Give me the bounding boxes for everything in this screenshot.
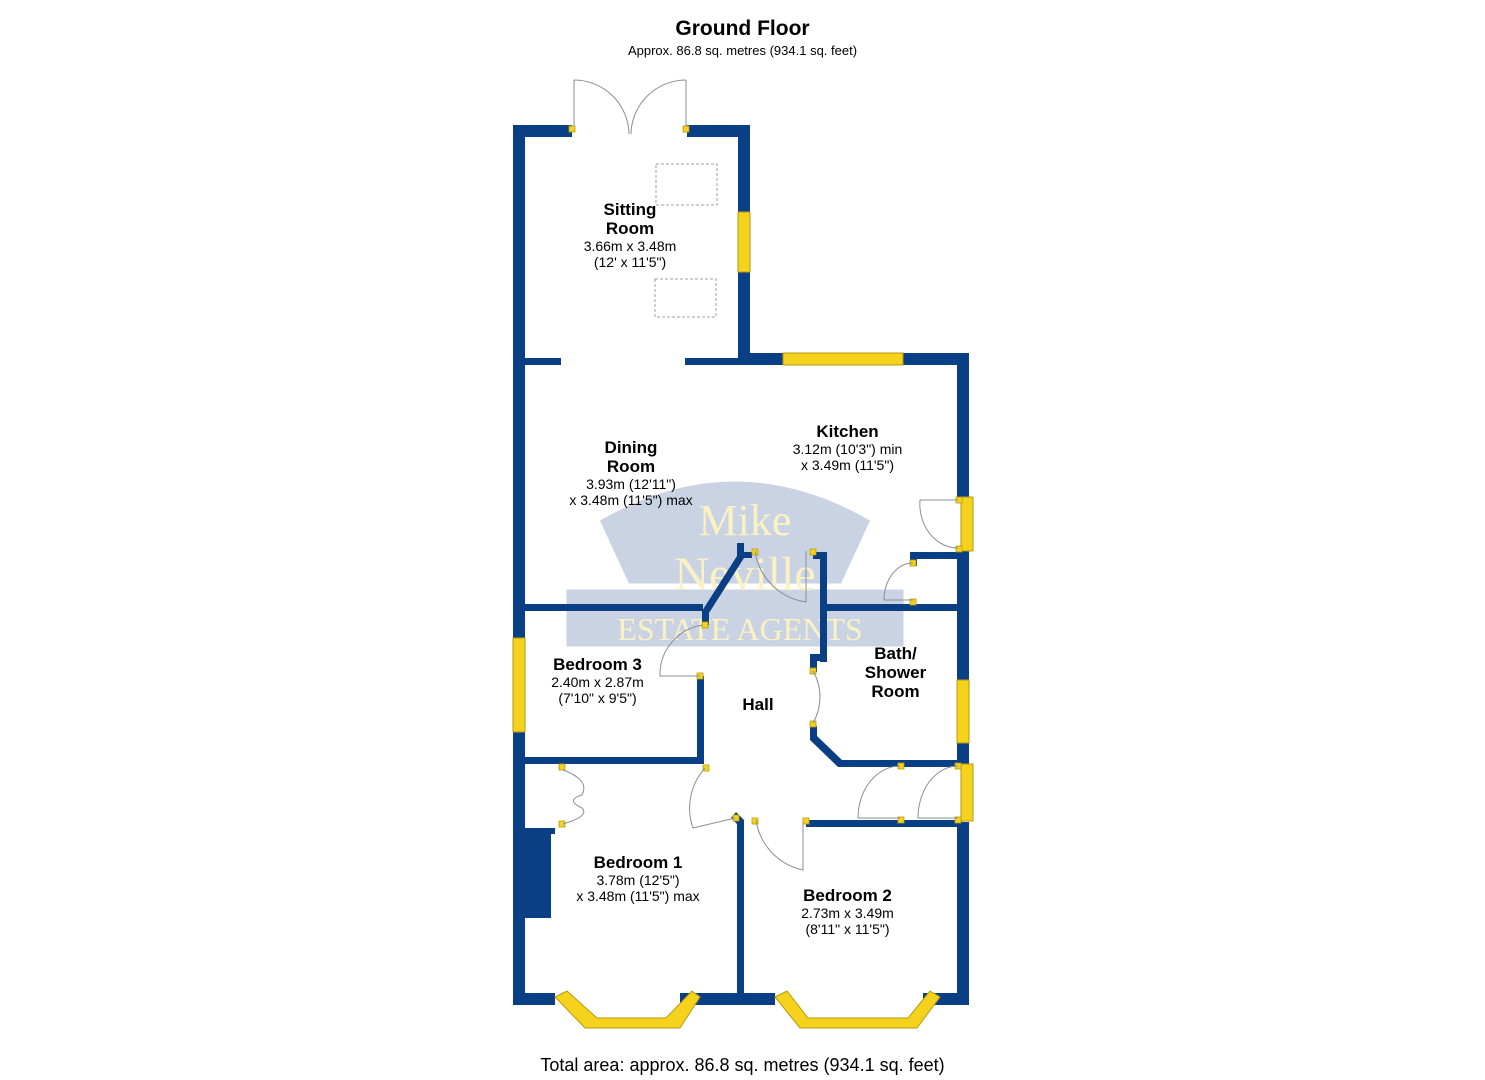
floor-area-subtitle: Approx. 86.8 sq. metres (934.1 sq. feet) — [627, 43, 858, 58]
window-bedroom-3 — [512, 637, 526, 733]
bath-door — [812, 670, 821, 724]
bedroom-1-door — [689, 767, 736, 829]
room-label-bedroom-1: Bedroom 1 3.78m (12'5") x 3.48m (11'5") … — [576, 853, 700, 904]
bath-corridor-door — [754, 550, 807, 603]
door-swings — [562, 79, 959, 871]
closet-door-2 — [917, 765, 959, 819]
windows — [512, 211, 974, 1029]
bay-window-bedroom-1 — [554, 990, 701, 1029]
room-label-bedroom-3: Bedroom 3 2.40m x 2.87m (7'10" x 9'5") — [551, 655, 644, 706]
watermark-logo: Mike Neville ESTATE AGENTS — [563, 478, 907, 650]
walls — [513, 125, 969, 1005]
skylight-2 — [654, 278, 717, 318]
bay-window-bedroom-2 — [774, 990, 941, 1029]
room-label-sitting-room: Sitting Room 3.66m x 3.48m (12' x 11'5") — [583, 200, 677, 270]
bedroom-2-door — [755, 819, 804, 871]
wardrobe-doors — [562, 769, 585, 825]
window-kitchen — [782, 352, 904, 366]
window-kitchen-door — [960, 496, 974, 552]
kitchen-back-door — [919, 499, 959, 549]
room-label-dining-room: Dining Room 3.93m (12'11") x 3.48m (11'5… — [569, 438, 693, 508]
closet-door-1 — [857, 765, 901, 819]
room-label-kitchen: Kitchen 3.12m (10'3") min x 3.49m (11'5"… — [792, 422, 903, 473]
window-bath — [956, 679, 970, 744]
room-label-bath-shower-room: Bath/ Shower Room — [864, 644, 927, 701]
watermark-mike: Mike — [699, 496, 792, 545]
pantry-door — [883, 562, 914, 601]
french-door-left — [573, 79, 630, 135]
window-closet — [960, 763, 974, 822]
room-label-hall: Hall — [742, 695, 774, 714]
bedroom-3-door — [659, 624, 704, 677]
window-sitting-room — [737, 211, 751, 273]
french-door-right — [630, 79, 687, 135]
room-label-bedroom-2: Bedroom 2 2.73m x 3.49m (8'11" x 11'5") — [801, 886, 894, 937]
skylight-1 — [655, 163, 718, 206]
total-area-footer: Total area: approx. 86.8 sq. metres (934… — [540, 1055, 945, 1075]
floor-title: Ground Floor — [675, 17, 810, 40]
